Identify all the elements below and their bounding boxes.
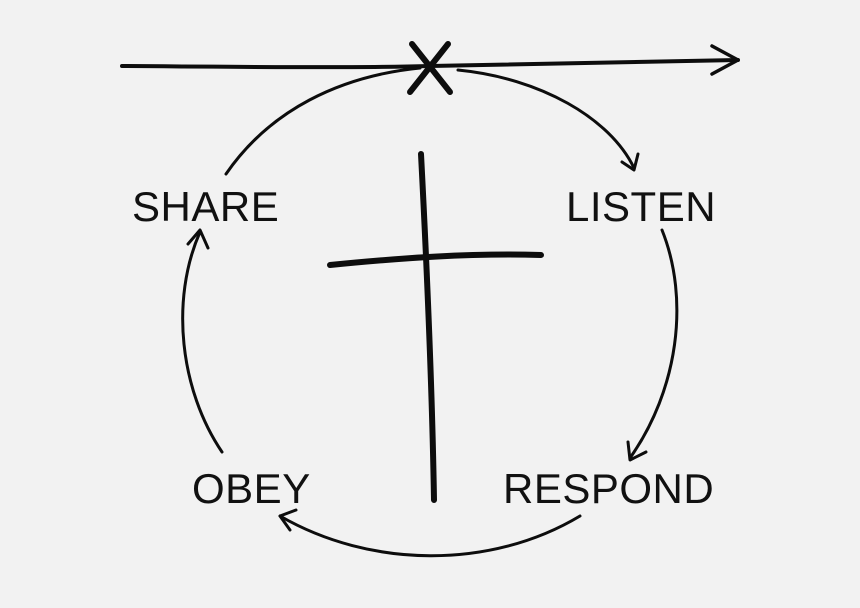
step-label-listen: LISTEN <box>566 183 717 230</box>
arc-to-top <box>224 66 422 176</box>
x-mark <box>407 41 453 95</box>
arc-line <box>278 514 582 558</box>
x-mark-stroke-2 <box>407 41 451 95</box>
step-label-obey: OBEY <box>192 465 311 512</box>
arc-to-obey <box>278 508 582 558</box>
step-label-share: SHARE <box>132 183 280 230</box>
cross-vertical <box>418 151 437 503</box>
arrow-head-icon <box>620 152 640 172</box>
arrow-head-icon <box>278 508 298 532</box>
arrow-head-icon <box>626 440 648 462</box>
arc-line <box>628 228 679 460</box>
cross-horizontal <box>327 251 544 268</box>
arc-to-listen <box>456 68 640 172</box>
arrow-head-icon <box>186 228 210 250</box>
arrow-right-icon <box>710 44 740 76</box>
arc-line <box>181 230 224 454</box>
cross-icon <box>327 151 544 503</box>
arc-line <box>224 66 422 176</box>
arc-to-respond <box>626 228 679 462</box>
step-label-respond: RESPOND <box>503 465 715 512</box>
arc-line <box>456 68 636 170</box>
arc-to-share <box>181 228 224 454</box>
